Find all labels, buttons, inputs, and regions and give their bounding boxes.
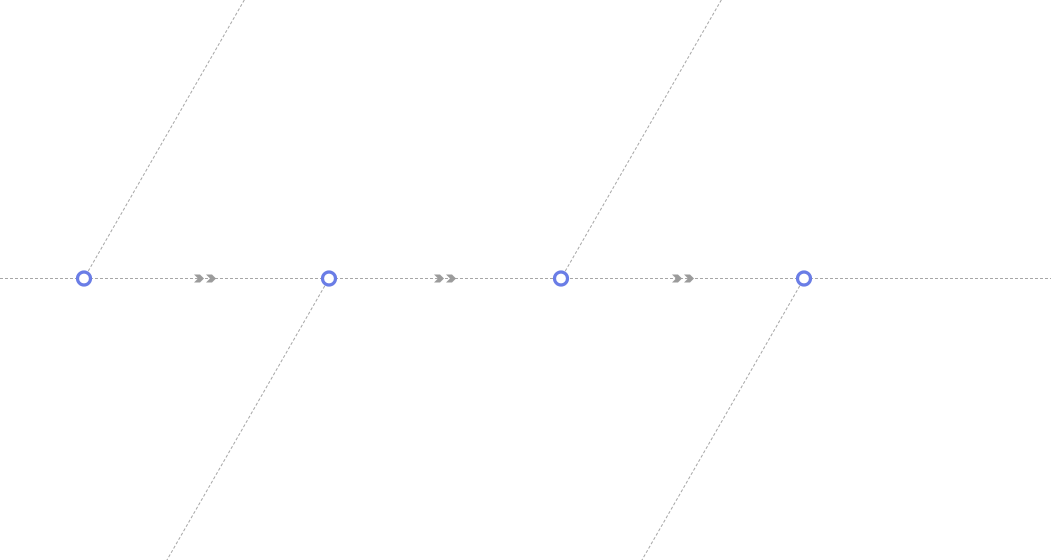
timeline-node-4 — [795, 270, 813, 287]
timeline-node-3 — [552, 270, 570, 287]
double-chevron-right-icon — [672, 274, 694, 283]
branch-lines — [87, 0, 801, 560]
branch-line-1 — [87, 0, 245, 272]
branch-line-2 — [166, 285, 326, 560]
timeline-node-2 — [320, 270, 338, 287]
branch-line-4 — [641, 285, 801, 560]
double-chevron-right-icon — [194, 274, 216, 283]
branch-line-3 — [564, 0, 722, 272]
timeline-node-1 — [75, 270, 93, 287]
double-chevron-right-icon — [434, 274, 456, 283]
timeline-nodes — [75, 270, 813, 287]
connector-arrows — [194, 274, 694, 283]
